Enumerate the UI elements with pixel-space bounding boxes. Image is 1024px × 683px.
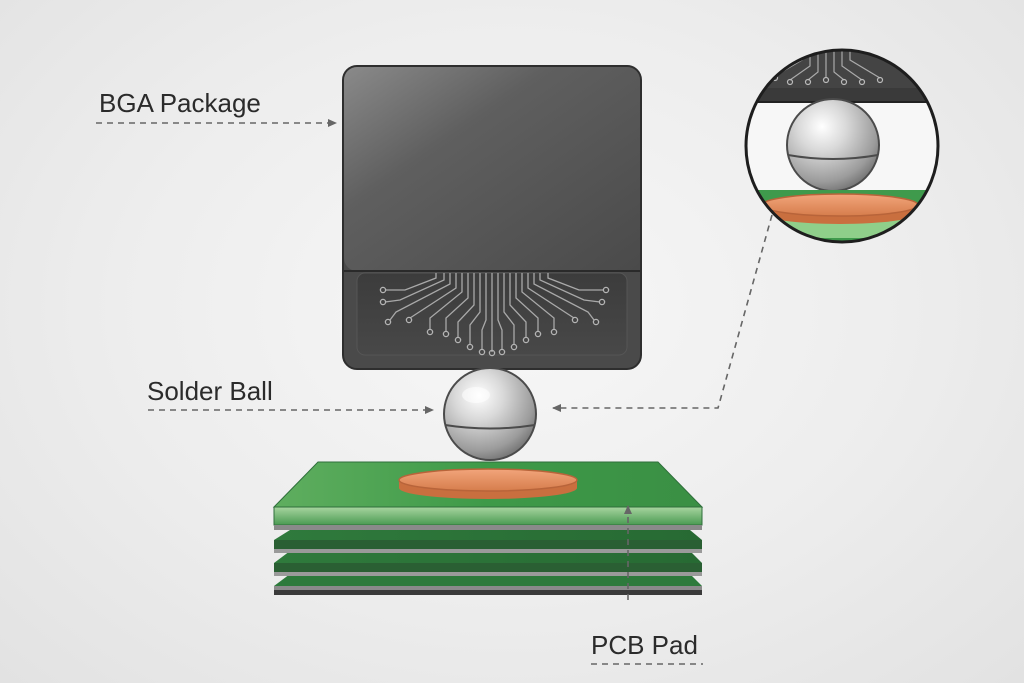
bga-package-label: BGA Package bbox=[99, 88, 261, 118]
bga-package bbox=[342, 65, 642, 370]
pcb-board bbox=[272, 461, 704, 595]
solder-ball bbox=[443, 367, 537, 461]
pcb-layer-3 bbox=[274, 551, 702, 576]
pcb-layer-2 bbox=[274, 530, 702, 553]
pcb-layer-4 bbox=[274, 574, 702, 595]
callout-zoom-line bbox=[552, 214, 773, 412]
solder-ball-label: Solder Ball bbox=[147, 376, 273, 406]
trace-pads bbox=[379, 286, 610, 357]
pcb-pad bbox=[398, 468, 578, 499]
callout-lines bbox=[96, 119, 773, 665]
pcb-pad-label: PCB Pad bbox=[591, 630, 698, 660]
package-top-face bbox=[344, 67, 640, 271]
circuit-traces bbox=[384, 273, 604, 352]
